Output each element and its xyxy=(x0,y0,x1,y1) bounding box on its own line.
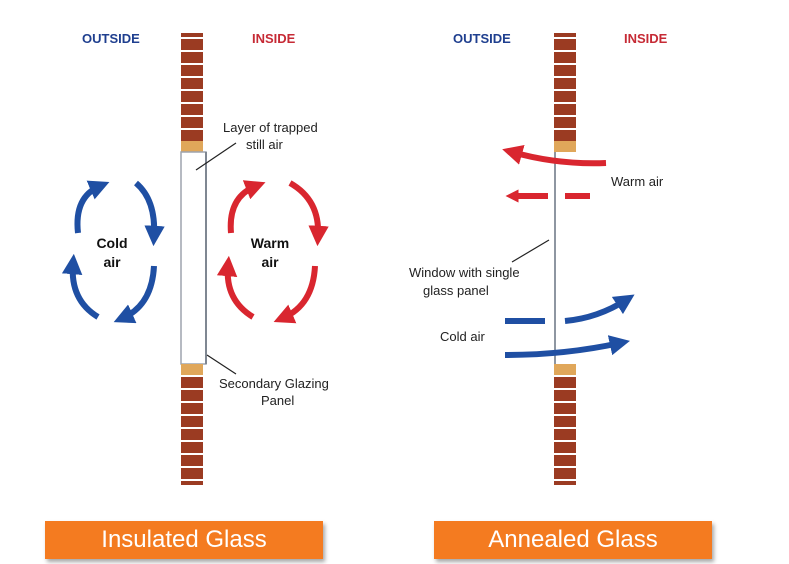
warm-air-circulation-arrows xyxy=(216,180,329,324)
annealed-glass-panel: OUTSIDE INSIDE Warm air Window with sing… xyxy=(409,31,668,485)
brick-wall-bottom xyxy=(554,375,576,485)
cold-air-label: Cold air xyxy=(440,329,485,344)
glazing-cavity xyxy=(180,151,207,365)
insulated-glass-banner: Insulated Glass xyxy=(45,521,323,559)
annealed-glass-banner: Annealed Glass xyxy=(434,521,712,559)
warm-air-label-line1: Warm xyxy=(251,235,289,251)
insulated-glass-panel: OUTSIDE INSIDE Layer of trapped still ai… xyxy=(61,31,329,485)
window-label-line1: Window with single xyxy=(409,265,520,280)
cold-air-entry-arrows xyxy=(504,294,635,358)
secondary-glazing-label-line1: Secondary Glazing xyxy=(219,376,329,391)
warm-air-label-line2: air xyxy=(261,254,279,270)
brick-wall-top xyxy=(181,33,203,143)
outside-label: OUTSIDE xyxy=(453,31,511,46)
window-frame-top xyxy=(181,141,203,152)
secondary-glazing-leader xyxy=(206,354,237,375)
window-frame-bottom xyxy=(181,364,203,375)
inside-label: INSIDE xyxy=(624,31,668,46)
window-label-line2: glass panel xyxy=(423,283,489,298)
cold-air-label-line2: air xyxy=(103,254,121,270)
warm-air-escape-arrows xyxy=(502,144,607,203)
warm-air-label: Warm air xyxy=(611,174,664,189)
trapped-air-label-line2: still air xyxy=(246,137,284,152)
outside-label: OUTSIDE xyxy=(82,31,140,46)
cold-air-label-line1: Cold xyxy=(96,235,127,251)
window-frame-bottom xyxy=(554,364,576,375)
window-frame-top xyxy=(554,141,576,152)
trapped-air-leader xyxy=(195,142,237,171)
brick-wall-top xyxy=(554,33,576,143)
brick-wall-bottom xyxy=(181,375,203,485)
cold-air-circulation-arrows xyxy=(61,180,165,324)
secondary-glazing-label-line2: Panel xyxy=(261,393,294,408)
single-glass-leader xyxy=(511,239,550,263)
trapped-air-label-line1: Layer of trapped xyxy=(223,120,318,135)
inside-label: INSIDE xyxy=(252,31,296,46)
glazing-diagram: OUTSIDE INSIDE Layer of trapped still ai… xyxy=(61,31,668,485)
